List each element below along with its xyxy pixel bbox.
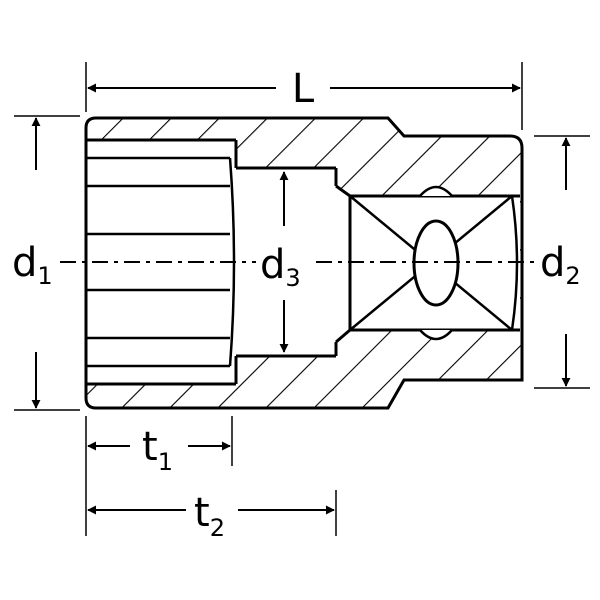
label-t2: t2 <box>194 490 225 542</box>
socket-outline <box>84 116 524 410</box>
dimension-d3: d3 <box>256 171 312 353</box>
label-d2: d2 <box>540 240 581 290</box>
extension-lines <box>14 62 590 536</box>
label-t1: t1 <box>142 424 173 476</box>
dimension-d1: d1 <box>12 117 53 409</box>
dimension-t1: t1 <box>87 424 231 476</box>
label-d3: d3 <box>260 242 301 292</box>
label-d1: d1 <box>12 240 53 290</box>
dimension-t2: t2 <box>87 490 335 542</box>
drive-bore-lines <box>86 138 238 386</box>
center-bore-lines <box>236 166 338 358</box>
dimension-L: L <box>87 66 521 112</box>
label-L: L <box>292 66 315 112</box>
dimension-d2: d2 <box>540 137 581 387</box>
